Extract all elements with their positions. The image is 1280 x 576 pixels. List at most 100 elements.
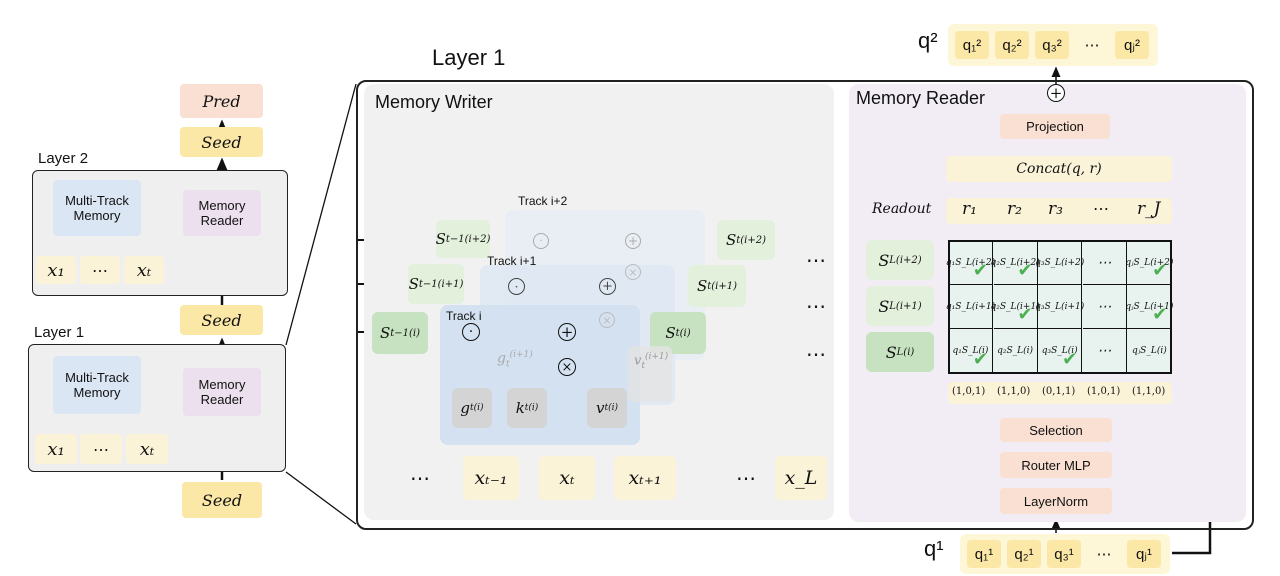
layer1-title: Layer 1	[432, 45, 506, 70]
layer2-memory-reader: Memory Reader	[183, 190, 261, 236]
input-dots-left: ⋯	[410, 466, 430, 490]
score-cell: q₁S_L(i+1)	[946, 285, 995, 329]
score-cell-label: ⋯	[1097, 254, 1112, 271]
mult-op-i: ×	[558, 358, 576, 376]
input-x-t: xₜ	[539, 456, 595, 500]
score-cell-label: qⱼS_L(i+2)	[1125, 257, 1174, 268]
score-cell-label: q₃S_L(i+2)	[1035, 257, 1085, 268]
selection-code: (1,1,0)	[1132, 386, 1166, 397]
score-cell-label: q₂S_L(i+2)	[990, 257, 1040, 268]
check-icon: ✔	[972, 260, 988, 281]
check-icon: ✔	[1017, 260, 1033, 281]
score-cell: ⋯	[1083, 329, 1127, 373]
score-cell: q₃S_L(i+1)	[1035, 285, 1085, 329]
check-icon: ✔	[1062, 349, 1078, 370]
residual-add-op: +	[1047, 84, 1065, 102]
score-cell-label: q₂S_L(i+1)	[990, 301, 1040, 312]
score-cell: q₂S_L(i)	[994, 329, 1038, 373]
check-icon: ✔	[1152, 304, 1168, 325]
score-cell-label: q₃S_L(i+1)	[1035, 301, 1085, 312]
check-icon: ✔	[972, 349, 988, 370]
add-op-i2: +	[625, 233, 641, 249]
score-cell-label: q₁S_L(i+2)	[945, 257, 996, 268]
layer1-dots: ⋯	[80, 434, 122, 464]
score-cell: ⋯	[1082, 285, 1127, 329]
layer2-label: Layer 2	[38, 150, 89, 167]
layer1-memory-reader: Memory Reader	[183, 368, 261, 416]
track-i1-label: Track i+1	[487, 254, 537, 268]
track-i-label: Track i	[446, 309, 482, 323]
score-cell: q₂S_L(i+1)✔	[990, 285, 1040, 329]
score-cell: qⱼS_L(i)	[1127, 329, 1171, 373]
hadamard-op-i: ·	[462, 323, 480, 341]
pred-box: Pred	[180, 84, 263, 118]
mult-op-i1: ×	[599, 312, 615, 328]
layer1-detail-panel	[356, 80, 1254, 530]
q1-token: qⱼ¹	[1127, 540, 1161, 568]
score-cell-label: ⋯	[1097, 343, 1112, 359]
readout-r2: r₂	[1007, 199, 1022, 219]
selection-codes-row	[948, 382, 1172, 404]
selection-code: (1,0,1)	[1087, 386, 1121, 397]
q1-token: q₂¹	[1007, 540, 1041, 568]
readout-r1: r₁	[962, 199, 977, 219]
readout-row	[946, 198, 1172, 224]
input-x-t-plus-1: xₜ₊₁	[614, 456, 676, 500]
add-op-i1: +	[599, 278, 616, 295]
projection-box: Projection	[1000, 114, 1110, 139]
score-cell: q₃S_L(i)✔	[1038, 329, 1083, 373]
layer1-xt: xₜ	[126, 434, 168, 464]
score-grid	[948, 240, 1172, 374]
layer1-multi-track-memory: Multi-Track Memory	[53, 356, 141, 414]
output-dots-i: ⋯	[806, 342, 826, 366]
score-cell: q₁S_L(i+2)✔	[945, 241, 996, 285]
score-cell-label: qⱼS_L(i)	[1132, 346, 1167, 356]
input-x-t-minus-1: xₜ₋₁	[463, 456, 519, 500]
score-cell-label: q₂S_L(i)	[997, 346, 1034, 356]
q1-token: ⋯	[1096, 546, 1112, 563]
ghost-v-i1: vt(i+1)	[634, 352, 669, 371]
q2-token: q₃²	[1035, 31, 1069, 59]
seed-box-middle: Seed	[180, 305, 263, 335]
output-dots-i2: ⋯	[806, 248, 826, 272]
hadamard-op-i2: ·	[533, 233, 549, 249]
layer2-x1: x₁	[36, 256, 76, 284]
q1-label: q¹	[924, 536, 944, 561]
readout-rJ: r_J	[1137, 199, 1161, 219]
score-cell: ⋯	[1082, 241, 1127, 285]
layernorm-box: LayerNorm	[1000, 488, 1112, 514]
score-cell: q₃S_L(i+2)	[1035, 241, 1085, 285]
layer1-label-left: Layer 1	[34, 324, 85, 341]
input-x-L: x_L	[775, 456, 827, 500]
score-cell-label: q₃S_L(i)	[1041, 346, 1078, 356]
ghost-g-i1: gt(i+1)	[497, 350, 533, 370]
score-cell-label: qⱼS_L(i+1)	[1125, 301, 1174, 312]
layer1-x1: x₁	[35, 434, 77, 464]
selection-box: Selection	[1000, 418, 1112, 442]
q2-token: q₁²	[955, 31, 989, 59]
layer2-multi-track-memory: Multi-Track Memory	[53, 180, 141, 236]
add-op-i: +	[558, 323, 576, 341]
q1-token: q₁¹	[967, 540, 1001, 568]
score-cell: qⱼS_L(i+2)✔	[1125, 241, 1174, 285]
selection-code: (1,1,0)	[997, 386, 1031, 397]
router-mlp-box: Router MLP	[1000, 452, 1112, 478]
mult-op-i2: ×	[625, 264, 641, 280]
selection-code: (1,0,1)	[952, 386, 986, 397]
check-icon: ✔	[1152, 260, 1168, 281]
score-cell: q₂S_L(i+2)✔	[990, 241, 1040, 285]
layer2-xt: xₜ	[124, 256, 164, 284]
output-dots-i1: ⋯	[806, 294, 826, 318]
q2-token: q₂²	[995, 31, 1029, 59]
q2-token: ⋯	[1084, 37, 1100, 54]
q2-label: q²	[918, 28, 938, 53]
readout-dots: ⋯	[1093, 199, 1109, 218]
layer2-dots: ⋯	[80, 256, 120, 284]
